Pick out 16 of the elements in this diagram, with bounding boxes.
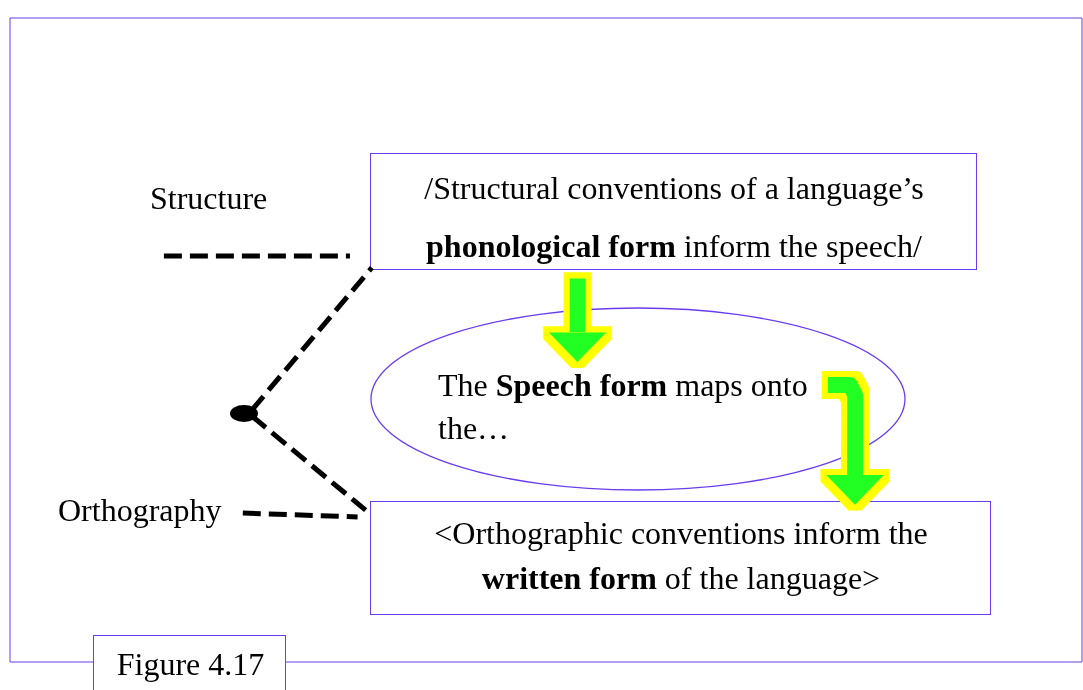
node-text: /Structural conventions of a language’s phonological form inform the speech/ xyxy=(423,169,925,266)
process-box xyxy=(370,153,977,270)
figure-tab xyxy=(93,635,286,690)
block-arrow xyxy=(826,377,884,505)
label-text: Orthography xyxy=(58,492,223,529)
node-text: The Speech form maps onto the… xyxy=(438,366,809,448)
block-arrow xyxy=(548,278,607,363)
node-text: Figure 4.17 xyxy=(115,646,266,683)
process-box xyxy=(370,501,991,615)
dashed-connector xyxy=(249,266,374,412)
speech-ellipse xyxy=(370,307,906,491)
dashed-connector xyxy=(242,510,358,520)
node-text: <Orthographic conventions inform the written form of the language> xyxy=(433,514,929,598)
dashed-connector xyxy=(250,414,368,513)
label-text: Structure xyxy=(150,180,269,217)
dashed-connector xyxy=(163,253,350,259)
